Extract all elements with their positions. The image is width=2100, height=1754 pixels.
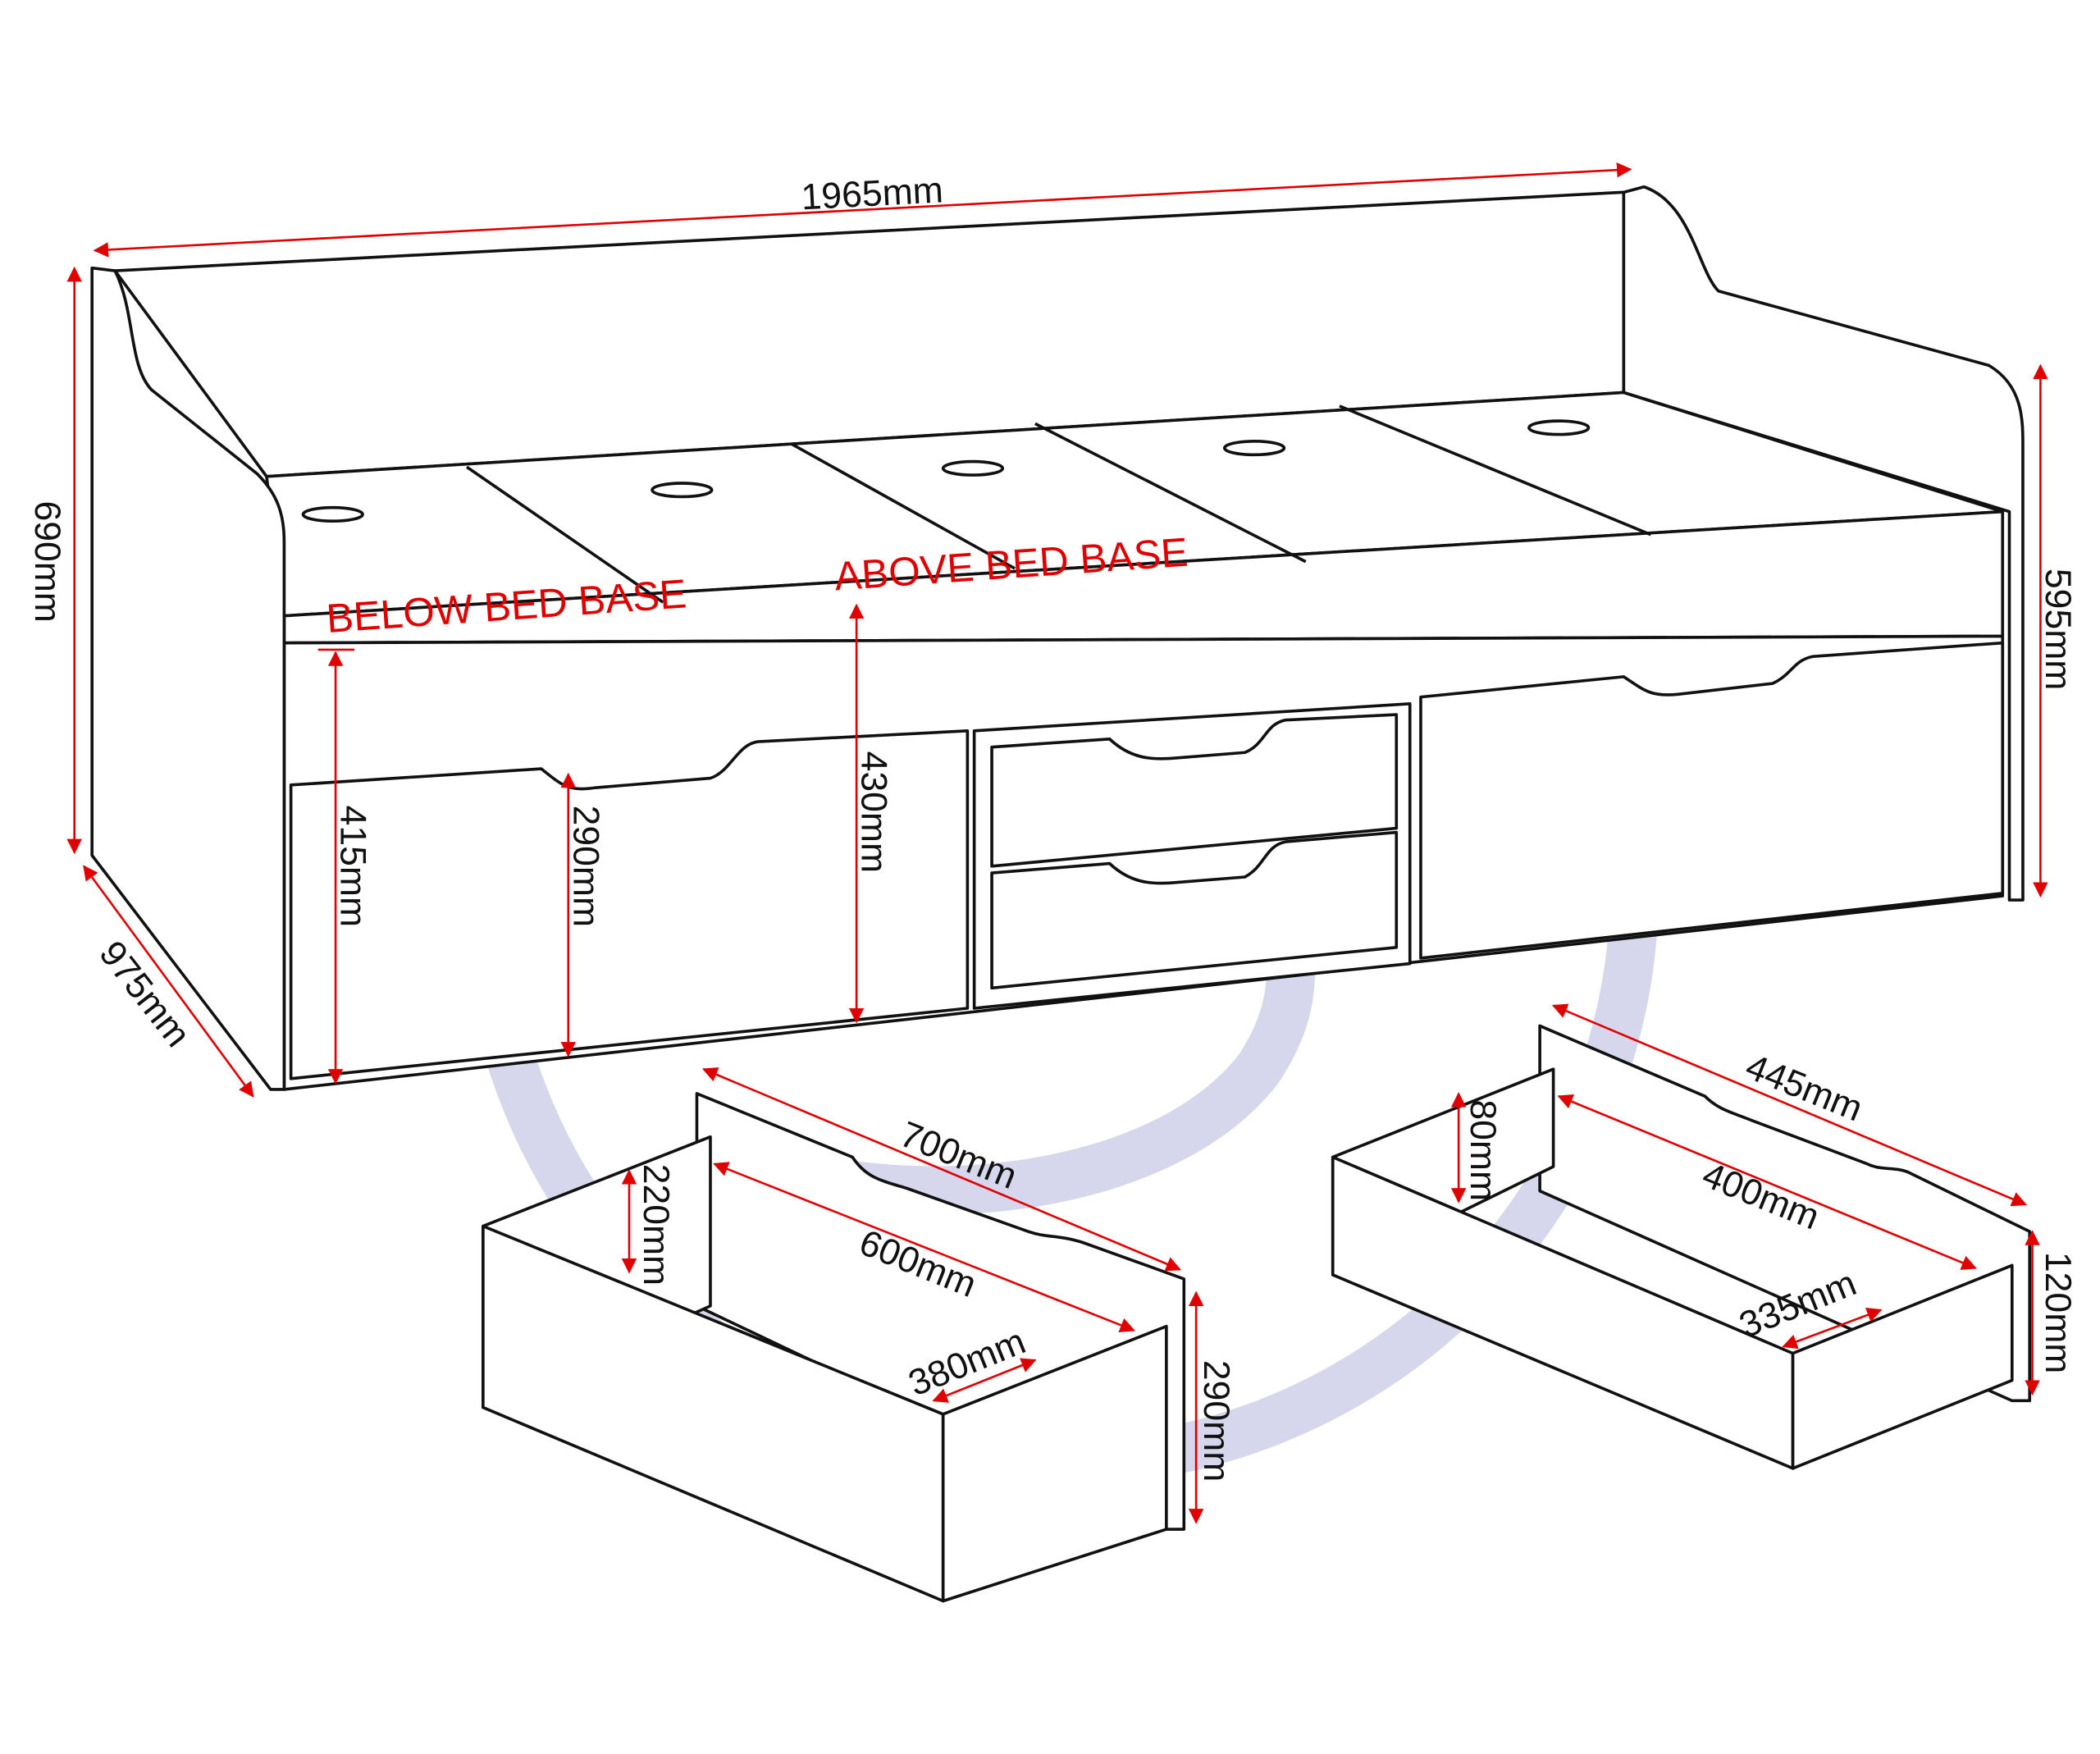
- small-drawer-outer-length-label: 445mm: [1740, 1047, 1868, 1130]
- small-drawer-outer-height-label: 120mm: [2038, 1252, 2078, 1373]
- above-base-height-label: 430mm: [854, 751, 894, 873]
- end-height-label: 595mm: [2038, 569, 2078, 690]
- below-base-height-label: 415mm: [333, 806, 373, 927]
- bed-height-label: 690mm: [27, 500, 67, 622]
- large-drawer-inner-height-label: 220mm: [636, 1164, 676, 1286]
- dimension-lines: [66, 162, 2048, 1524]
- drawer-opening-label: 290mm: [565, 806, 605, 927]
- cable-holes: [301, 419, 1591, 523]
- small-drawer-inner-height-label: 80mm: [1463, 1099, 1503, 1201]
- bed-width-label: 1965mm: [800, 170, 944, 217]
- bed-drawing: [90, 185, 2025, 1091]
- large-drawer-outer-height-label: 290mm: [1196, 1360, 1236, 1482]
